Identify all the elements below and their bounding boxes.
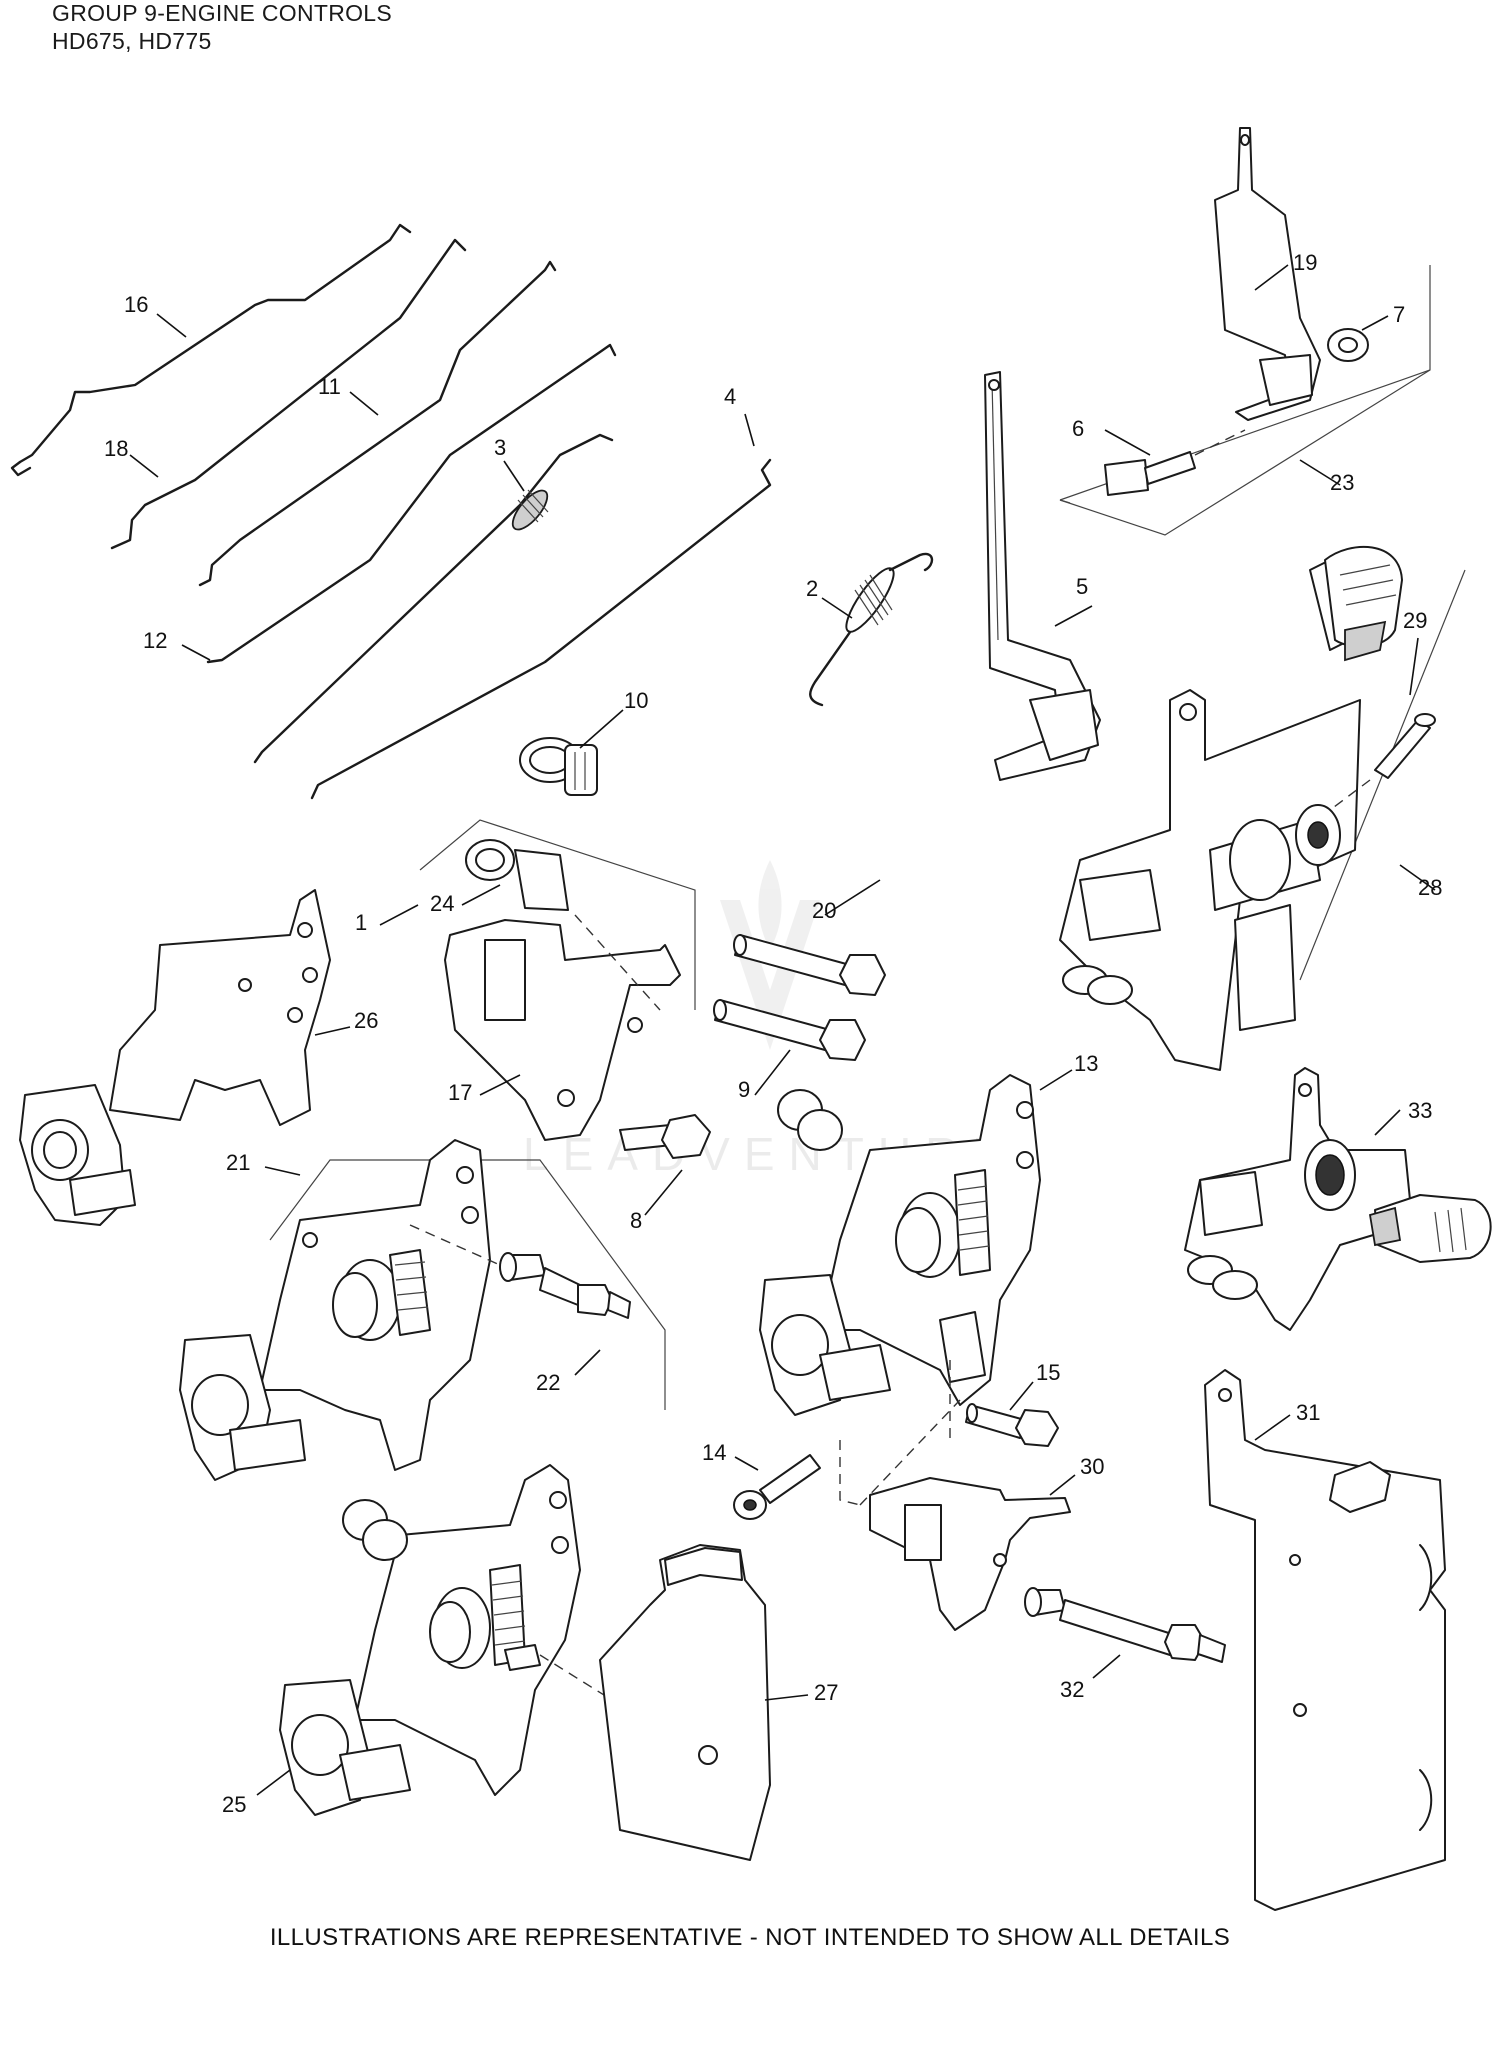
spring-rod-3 (253, 433, 614, 764)
callout-33: 33 (1408, 1098, 1432, 1123)
model-numbers: HD675, HD775 (52, 28, 212, 54)
stud-22 (499, 1252, 631, 1319)
assembly-1-group (419, 819, 696, 1010)
rod-16 (10, 223, 412, 477)
leader-lines (129, 264, 1436, 1796)
callout-27: 27 (814, 1680, 838, 1705)
callout-25: 25 (222, 1792, 246, 1817)
bolt-15 (965, 1403, 1059, 1447)
throttle-knob (1309, 545, 1403, 662)
control-plate-25 (279, 1464, 701, 1816)
control-plate-21 (179, 1139, 501, 1481)
assembly-lines-13 (839, 1360, 961, 1506)
callout-23: 23 (1330, 470, 1354, 495)
bolt-9 (713, 999, 866, 1061)
lever-19 (1214, 127, 1321, 421)
bolt-20 (733, 934, 886, 996)
callout-13: 13 (1074, 1051, 1098, 1076)
callout-15: 15 (1036, 1360, 1060, 1385)
throttle-lever-5 (984, 371, 1101, 781)
callout-12: 12 (143, 628, 167, 653)
bracket-17 (444, 914, 681, 1141)
plate-27 (599, 1544, 771, 1861)
callout-7: 7 (1393, 302, 1405, 327)
bolt-8 (619, 1114, 711, 1159)
rod-11 (198, 260, 557, 587)
callout-4: 4 (724, 384, 736, 409)
callout-31: 31 (1296, 1400, 1320, 1425)
callout-11: 11 (318, 374, 341, 399)
bolt-14 (733, 1454, 821, 1520)
callout-labels: 16 18 11 3 4 12 10 2 5 19 7 6 23 29 28 1… (104, 250, 1442, 1817)
pin-29 (1329, 713, 1436, 811)
callout-1: 1 (355, 910, 367, 935)
spring-2 (809, 552, 934, 707)
callout-26: 26 (354, 1008, 378, 1033)
plate-31 (1204, 1369, 1446, 1911)
rod-4 (310, 458, 772, 800)
callout-14: 14 (702, 1440, 726, 1465)
clamp-24 (465, 839, 569, 911)
callout-28: 28 (1418, 875, 1442, 900)
callout-22: 22 (536, 1370, 560, 1395)
callout-9: 9 (738, 1077, 750, 1102)
throttle-knob-33 (1368, 1194, 1492, 1263)
callout-10: 10 (624, 688, 648, 713)
bracket-26 (19, 889, 331, 1226)
callout-3: 3 (494, 435, 506, 460)
control-plate-13 (759, 1074, 1041, 1416)
bracket-30 (869, 1477, 1071, 1631)
nut-7 (1327, 328, 1369, 362)
callout-8: 8 (630, 1208, 642, 1233)
callout-16: 16 (124, 292, 148, 317)
callout-20: 20 (812, 898, 836, 923)
callout-19: 19 (1293, 250, 1317, 275)
callout-5: 5 (1076, 574, 1088, 599)
rod-12 (206, 343, 617, 664)
diagram-title: GROUP 9-ENGINE CONTROLS (52, 0, 393, 26)
throttle-control-28 (1059, 545, 1403, 1071)
callout-32: 32 (1060, 1677, 1084, 1702)
callout-29: 29 (1403, 608, 1427, 633)
hose-clamp-10 (519, 737, 598, 796)
callout-18: 18 (104, 436, 128, 461)
stud-32 (1024, 1587, 1226, 1663)
rod-18 (110, 238, 467, 550)
callout-6: 6 (1072, 416, 1084, 441)
coil-spring-3 (511, 489, 549, 531)
assembly-21-group (269, 1159, 666, 1410)
throttle-control-33 (1184, 1067, 1492, 1331)
callout-17: 17 (448, 1080, 472, 1105)
callout-21: 21 (226, 1150, 250, 1175)
callout-2: 2 (806, 576, 818, 601)
key-6 (1104, 429, 1246, 496)
callout-24: 24 (430, 891, 454, 916)
disclaimer-text: ILLUSTRATIONS ARE REPRESENTATIVE - NOT I… (269, 1924, 1231, 1951)
callout-30: 30 (1080, 1454, 1104, 1479)
